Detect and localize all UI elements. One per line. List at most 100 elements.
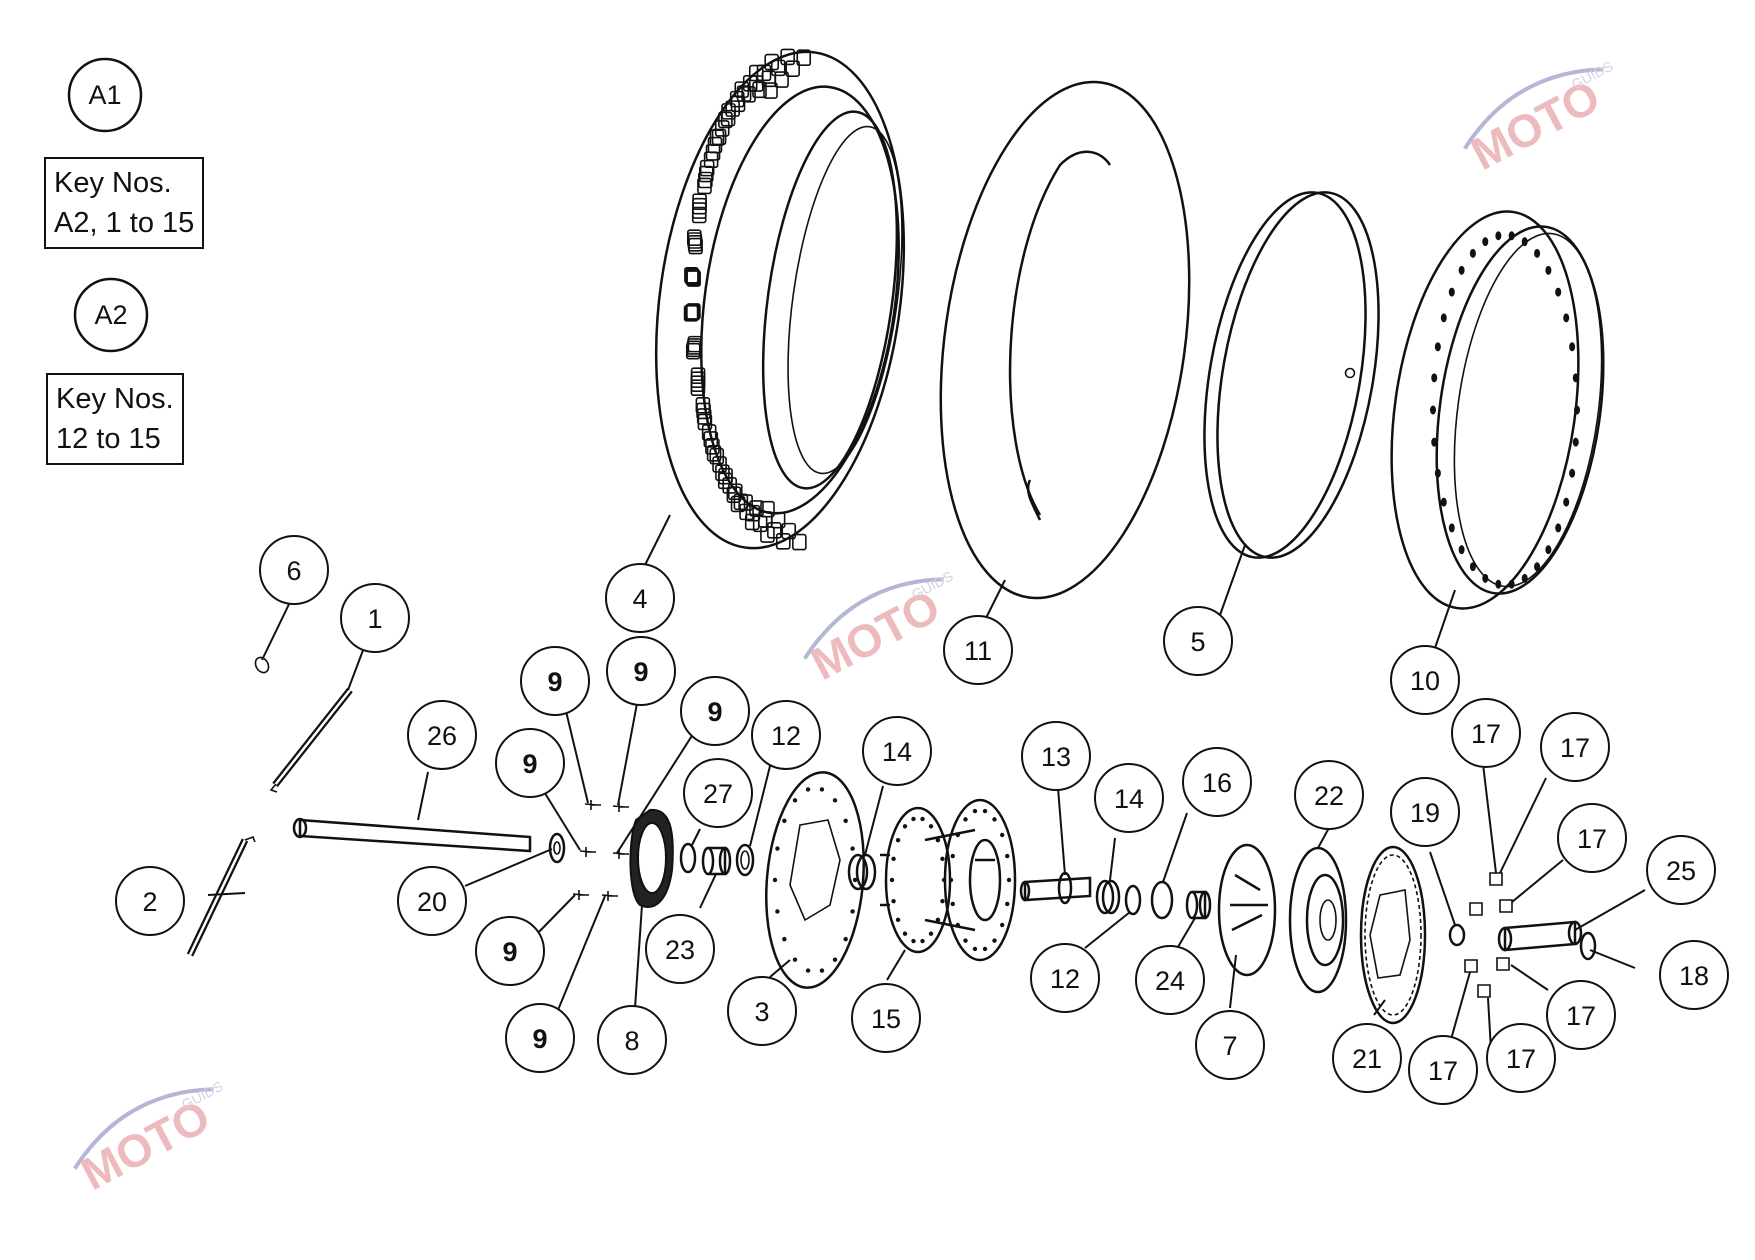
spacer-27-part — [679, 842, 697, 874]
rim-tape-part — [1203, 191, 1380, 559]
callout-17f: 17 — [1408, 1035, 1478, 1105]
spoke-1-part — [269, 687, 353, 793]
brake-disc-3-part — [765, 771, 865, 989]
spacer-16-part — [1150, 880, 1174, 920]
bolt-9-parts — [572, 800, 629, 901]
svg-text:A2: A2 — [94, 300, 127, 330]
callout-13: 13 — [1021, 721, 1091, 791]
callout-label: 12 — [1050, 964, 1080, 994]
watermark-center: MOTO GUIDS — [803, 568, 956, 690]
rim-part — [1390, 210, 1605, 610]
callout-label: 9 — [633, 657, 648, 687]
callout-12a: 12 — [751, 700, 821, 770]
callout-label: 27 — [703, 779, 733, 809]
svg-text:A1: A1 — [88, 80, 121, 110]
callout-27: 27 — [683, 758, 753, 828]
tyre-part — [654, 48, 906, 551]
inner-tube-part — [939, 80, 1191, 600]
callout-8: 8 — [597, 1005, 667, 1075]
callout-18: 18 — [1659, 940, 1729, 1010]
bush-23-part — [701, 846, 732, 876]
callout-label: 9 — [707, 697, 722, 727]
callout-17e: 17 — [1486, 1023, 1556, 1093]
callout-label: 14 — [1114, 784, 1144, 814]
callout-1: 1 — [340, 583, 410, 653]
callout-12b: 12 — [1030, 943, 1100, 1013]
callout-label: 17 — [1428, 1056, 1458, 1086]
cush-drive-7-part — [1217, 843, 1277, 977]
callout-label: 17 — [1577, 824, 1607, 854]
callout-label: 17 — [1566, 1001, 1596, 1031]
callout-9f: 9 — [505, 1003, 575, 1073]
callout-25: 25 — [1646, 835, 1716, 905]
legend-a1-key-box: Key Nos. A2, 1 to 15 — [44, 157, 205, 249]
spoke-2-part — [186, 835, 256, 957]
callout-5: 5 — [1163, 606, 1233, 676]
spacer-19-part — [1448, 923, 1466, 947]
callout-2: 2 — [115, 866, 185, 936]
callout-17c: 17 — [1557, 803, 1627, 873]
callout-label: 18 — [1679, 961, 1709, 991]
callout-label: 24 — [1155, 966, 1185, 996]
legend-a2-key-line1: Key Nos. — [56, 383, 174, 415]
callout-label: 1 — [367, 604, 382, 634]
callout-label: 13 — [1041, 742, 1071, 772]
callout-10: 10 — [1390, 645, 1460, 715]
callout-7: 7 — [1195, 1010, 1265, 1080]
washer-18-part — [1579, 931, 1597, 961]
callout-label: 17 — [1560, 733, 1590, 763]
legend-a2-key-box: Key Nos. 12 to 15 — [46, 373, 184, 465]
axle-26-part — [292, 817, 532, 853]
callout-label: 9 — [522, 749, 537, 779]
hub-15-part — [880, 798, 1017, 962]
bush-24-part — [1185, 890, 1212, 920]
callout-label: 26 — [427, 721, 457, 751]
callout-14b: 14 — [1094, 763, 1164, 833]
bolt-17-parts — [1464, 872, 1513, 998]
callout-4: 4 — [605, 563, 675, 633]
callout-3: 3 — [727, 976, 797, 1046]
callout-label: 4 — [632, 584, 647, 614]
callout-label: 21 — [1352, 1044, 1382, 1074]
callout-label: 14 — [882, 737, 912, 767]
callout-16: 16 — [1182, 747, 1252, 817]
callout-label: 16 — [1202, 768, 1232, 798]
callout-24: 24 — [1135, 945, 1205, 1015]
bearing-14b-part — [1095, 879, 1121, 915]
callout-14a: 14 — [862, 716, 932, 786]
seal-12b-part — [1124, 884, 1142, 916]
carrier-8-part — [629, 808, 674, 908]
callout-label: 8 — [624, 1026, 639, 1056]
legend-a1-key-line2: A2, 1 to 15 — [54, 207, 195, 239]
callout-label: 3 — [754, 997, 769, 1027]
legend-a2-circle: A2 — [73, 277, 149, 353]
callout-label: 25 — [1666, 856, 1696, 886]
legend-a2-key-line2: 12 to 15 — [56, 423, 161, 455]
callout-label: 9 — [502, 937, 517, 967]
callout-label: 12 — [771, 721, 801, 751]
callout-label: 22 — [1314, 781, 1344, 811]
callout-label: 6 — [286, 556, 301, 586]
callout-label: 11 — [964, 636, 992, 666]
callout-label: 9 — [547, 667, 562, 697]
callout-26: 26 — [407, 700, 477, 770]
callout-label: 23 — [665, 935, 695, 965]
watermark-top-right: MOTO GUIDS — [1463, 58, 1616, 180]
callout-label: 2 — [142, 887, 157, 917]
callout-label: 17 — [1506, 1044, 1536, 1074]
callout-11: 11 — [943, 615, 1013, 685]
callout-17a: 17 — [1451, 698, 1521, 768]
callout-9b: 9 — [606, 636, 676, 706]
callout-label: 7 — [1222, 1031, 1237, 1061]
legend-a1-key-line1: Key Nos. — [54, 167, 172, 199]
callout-6: 6 — [259, 535, 329, 605]
callout-label: 17 — [1471, 719, 1501, 749]
callout-9d: 9 — [495, 728, 565, 798]
callout-23: 23 — [645, 914, 715, 984]
callout-label: 10 — [1410, 666, 1440, 696]
watermark-bottom-left: MOTO GUIDS — [73, 1078, 226, 1200]
legend-a1-circle: A1 — [67, 57, 143, 133]
spindle-13-part — [1019, 871, 1092, 905]
callout-label: 5 — [1190, 627, 1205, 657]
